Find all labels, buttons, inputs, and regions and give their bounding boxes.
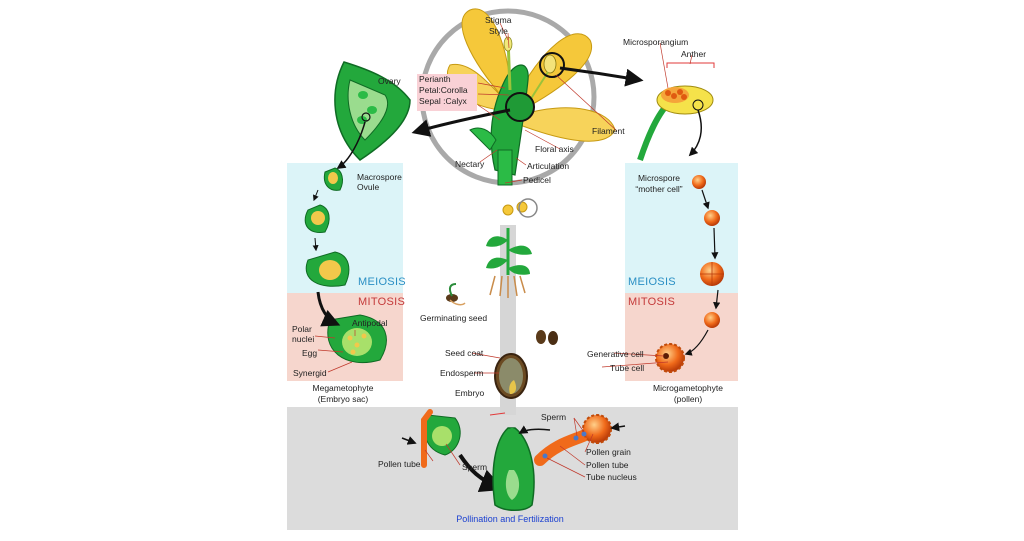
label-pollen: (pollen) bbox=[673, 394, 703, 404]
label-filament: Filament bbox=[592, 126, 625, 136]
label-tube-cell: Tube cell bbox=[610, 363, 645, 373]
label-polar: Polar bbox=[292, 324, 312, 334]
ovule-stages bbox=[304, 167, 387, 364]
label-petal: Petal:Corolla bbox=[419, 85, 468, 95]
label-mother-cell: “mother cell” bbox=[635, 184, 683, 194]
perianth-box: Perianth Petal:Corolla Sepal :Calyx bbox=[417, 74, 477, 111]
label-megagametophyte: Megametophyte bbox=[312, 383, 374, 393]
anther-illustration bbox=[637, 62, 715, 161]
label-microsporangium: Microsporangium bbox=[623, 37, 689, 47]
arrow-to-anther bbox=[559, 66, 644, 87]
seed-illustration bbox=[494, 353, 528, 399]
label-pollination-fertilization: Pollination and Fertilization bbox=[456, 514, 564, 524]
label-nuclei: nuclei bbox=[292, 334, 315, 344]
plant-illustration bbox=[486, 198, 538, 298]
label-microspore: Microspore bbox=[637, 173, 681, 183]
label-endosperm: Endosperm bbox=[440, 368, 484, 378]
label-floral-axis: Floral axis bbox=[535, 144, 574, 154]
label-egg: Egg bbox=[302, 348, 318, 358]
leader-lines bbox=[314, 22, 693, 478]
pollen-stages bbox=[655, 175, 724, 373]
label-embryo-sac: (Embryo sac) bbox=[317, 394, 369, 404]
label-pollen-grain: Pollen grain bbox=[586, 447, 631, 457]
label-mitosis-left: MITOSIS bbox=[358, 296, 406, 308]
label-meiosis-left: MEIOSIS bbox=[358, 276, 406, 288]
label-pedicel: Pedicel bbox=[523, 175, 551, 185]
germinating-seed-illustration bbox=[446, 283, 466, 306]
label-pollen-tube-right: Pollen tube bbox=[586, 460, 629, 470]
label-tube-nucleus: Tube nucleus bbox=[586, 472, 637, 482]
arrow-ovary-down bbox=[336, 121, 366, 169]
arrow-to-ovary bbox=[411, 108, 511, 137]
label-sperm-left: Sperm bbox=[462, 462, 488, 472]
label-antipodal: Antipodal bbox=[352, 318, 388, 328]
label-ovary: Ovary bbox=[378, 76, 401, 86]
label-synergid: Synergid bbox=[293, 368, 327, 378]
label-perianth: Perianth bbox=[419, 74, 451, 84]
label-pollen-tube-left: Pollen tube bbox=[378, 459, 421, 469]
arrow-anther-down bbox=[688, 109, 702, 157]
label-meiosis-right: MEIOSIS bbox=[628, 276, 676, 288]
label-microgametophyte: Microgametophyte bbox=[653, 383, 723, 393]
label-macrospore: Macrospore bbox=[357, 172, 402, 182]
label-mitosis-right: MITOSIS bbox=[628, 296, 676, 308]
label-stigma: Stigma bbox=[485, 15, 512, 25]
label-sperm-right: Sperm bbox=[541, 412, 567, 422]
ovary-illustration bbox=[334, 61, 411, 161]
label-ovule: Ovule bbox=[357, 182, 380, 192]
label-sepal: Sepal :Calyx bbox=[419, 96, 467, 106]
label-anther: Anther bbox=[681, 49, 707, 59]
label-style: Style bbox=[489, 26, 508, 36]
label-germinating-seed: Germinating seed bbox=[420, 313, 488, 323]
label-seed-coat: Seed coat bbox=[445, 348, 484, 358]
label-articulation: Articulation bbox=[527, 161, 570, 171]
label-generative-cell: Generative cell bbox=[587, 349, 644, 359]
pollination-illustration bbox=[401, 409, 626, 511]
label-embryo: Embryo bbox=[455, 388, 485, 398]
label-nectary: Nectary bbox=[455, 159, 485, 169]
